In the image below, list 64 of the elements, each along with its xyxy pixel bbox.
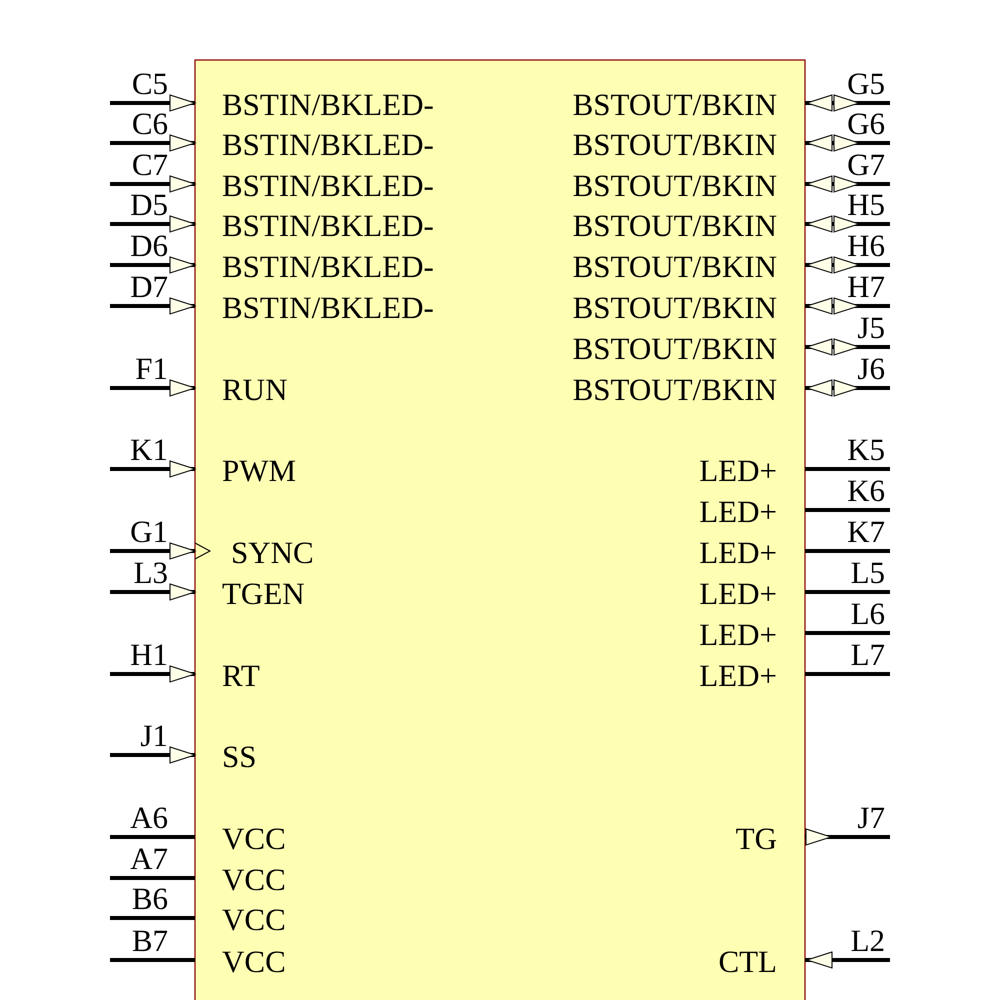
pin-number: H5	[847, 188, 885, 222]
pin-number: D5	[130, 188, 168, 222]
pin-name: VCC	[222, 945, 286, 979]
pin-name: SS	[222, 740, 256, 774]
pin-name: BSTOUT/BKIN	[572, 88, 777, 122]
pin-number: D7	[130, 270, 168, 304]
pin-name: LED+	[699, 454, 777, 488]
pin-name: BSTIN/BKLED-	[222, 169, 434, 203]
pin-number: H6	[847, 229, 885, 263]
pin-number: G5	[847, 67, 885, 101]
pin-name: BSTOUT/BKIN	[572, 169, 777, 203]
pin-name: BSTIN/BKLED-	[222, 291, 434, 325]
pin-number: L2	[850, 924, 885, 958]
pin-name: VCC	[222, 863, 286, 897]
pin-number: C6	[132, 107, 168, 141]
pin-number: A7	[130, 842, 168, 876]
pin-name: VCC	[222, 903, 286, 937]
pin-name: BSTIN/BKLED-	[222, 88, 434, 122]
pin-number: B7	[132, 924, 168, 958]
pin-number: B6	[132, 882, 168, 916]
pin-number: L3	[134, 556, 168, 590]
pin-name: BSTOUT/BKIN	[572, 250, 777, 284]
pin-name: LED+	[699, 495, 777, 529]
pin-name: RT	[222, 659, 260, 693]
pin-name: BSTIN/BKLED-	[222, 209, 434, 243]
pin-name: LED+	[699, 577, 777, 611]
pin-name: LED+	[699, 536, 777, 570]
pin-name: BSTIN/BKLED-	[222, 128, 434, 162]
pin-number: K1	[130, 433, 168, 467]
pin-number: L5	[850, 556, 885, 590]
pin-number: J6	[857, 352, 885, 386]
pin-name: LED+	[699, 659, 777, 693]
pin-name: SYNC	[231, 536, 314, 570]
pin-name: BSTOUT/BKIN	[572, 332, 777, 366]
pin-name: CTL	[718, 945, 777, 979]
pin-number: K5	[847, 433, 885, 467]
pin-number: H1	[130, 638, 168, 672]
pin-number: G7	[847, 148, 885, 182]
pin-number: L7	[850, 638, 885, 672]
pin-number: K7	[847, 515, 885, 549]
pin-number: L6	[850, 597, 885, 631]
pin-name: PWM	[222, 454, 296, 488]
pin-number: H7	[847, 270, 885, 304]
pin-name: BSTOUT/BKIN	[572, 128, 777, 162]
pin-number: C5	[132, 67, 168, 101]
pin-number: K6	[847, 474, 885, 508]
pin-name: VCC	[222, 822, 286, 856]
pin-number: A6	[130, 801, 168, 835]
pin-name: LED+	[699, 618, 777, 652]
pin-name: TG	[736, 822, 777, 856]
pin-number: J7	[857, 801, 885, 835]
pin-number: D6	[130, 229, 168, 263]
pin-number: G6	[847, 107, 885, 141]
pin-name: BSTIN/BKLED-	[222, 250, 434, 284]
pin-number: C7	[132, 148, 168, 182]
pin-number: G1	[130, 515, 168, 549]
pin-name: BSTOUT/BKIN	[572, 209, 777, 243]
pin-number: J1	[140, 719, 168, 753]
pin-name: RUN	[222, 373, 288, 407]
pin-number: F1	[135, 352, 168, 386]
pin-number: J5	[857, 311, 885, 345]
pin-name: BSTOUT/BKIN	[572, 291, 777, 325]
pin-name: BSTOUT/BKIN	[572, 373, 777, 407]
pin-name: TGEN	[222, 577, 305, 611]
